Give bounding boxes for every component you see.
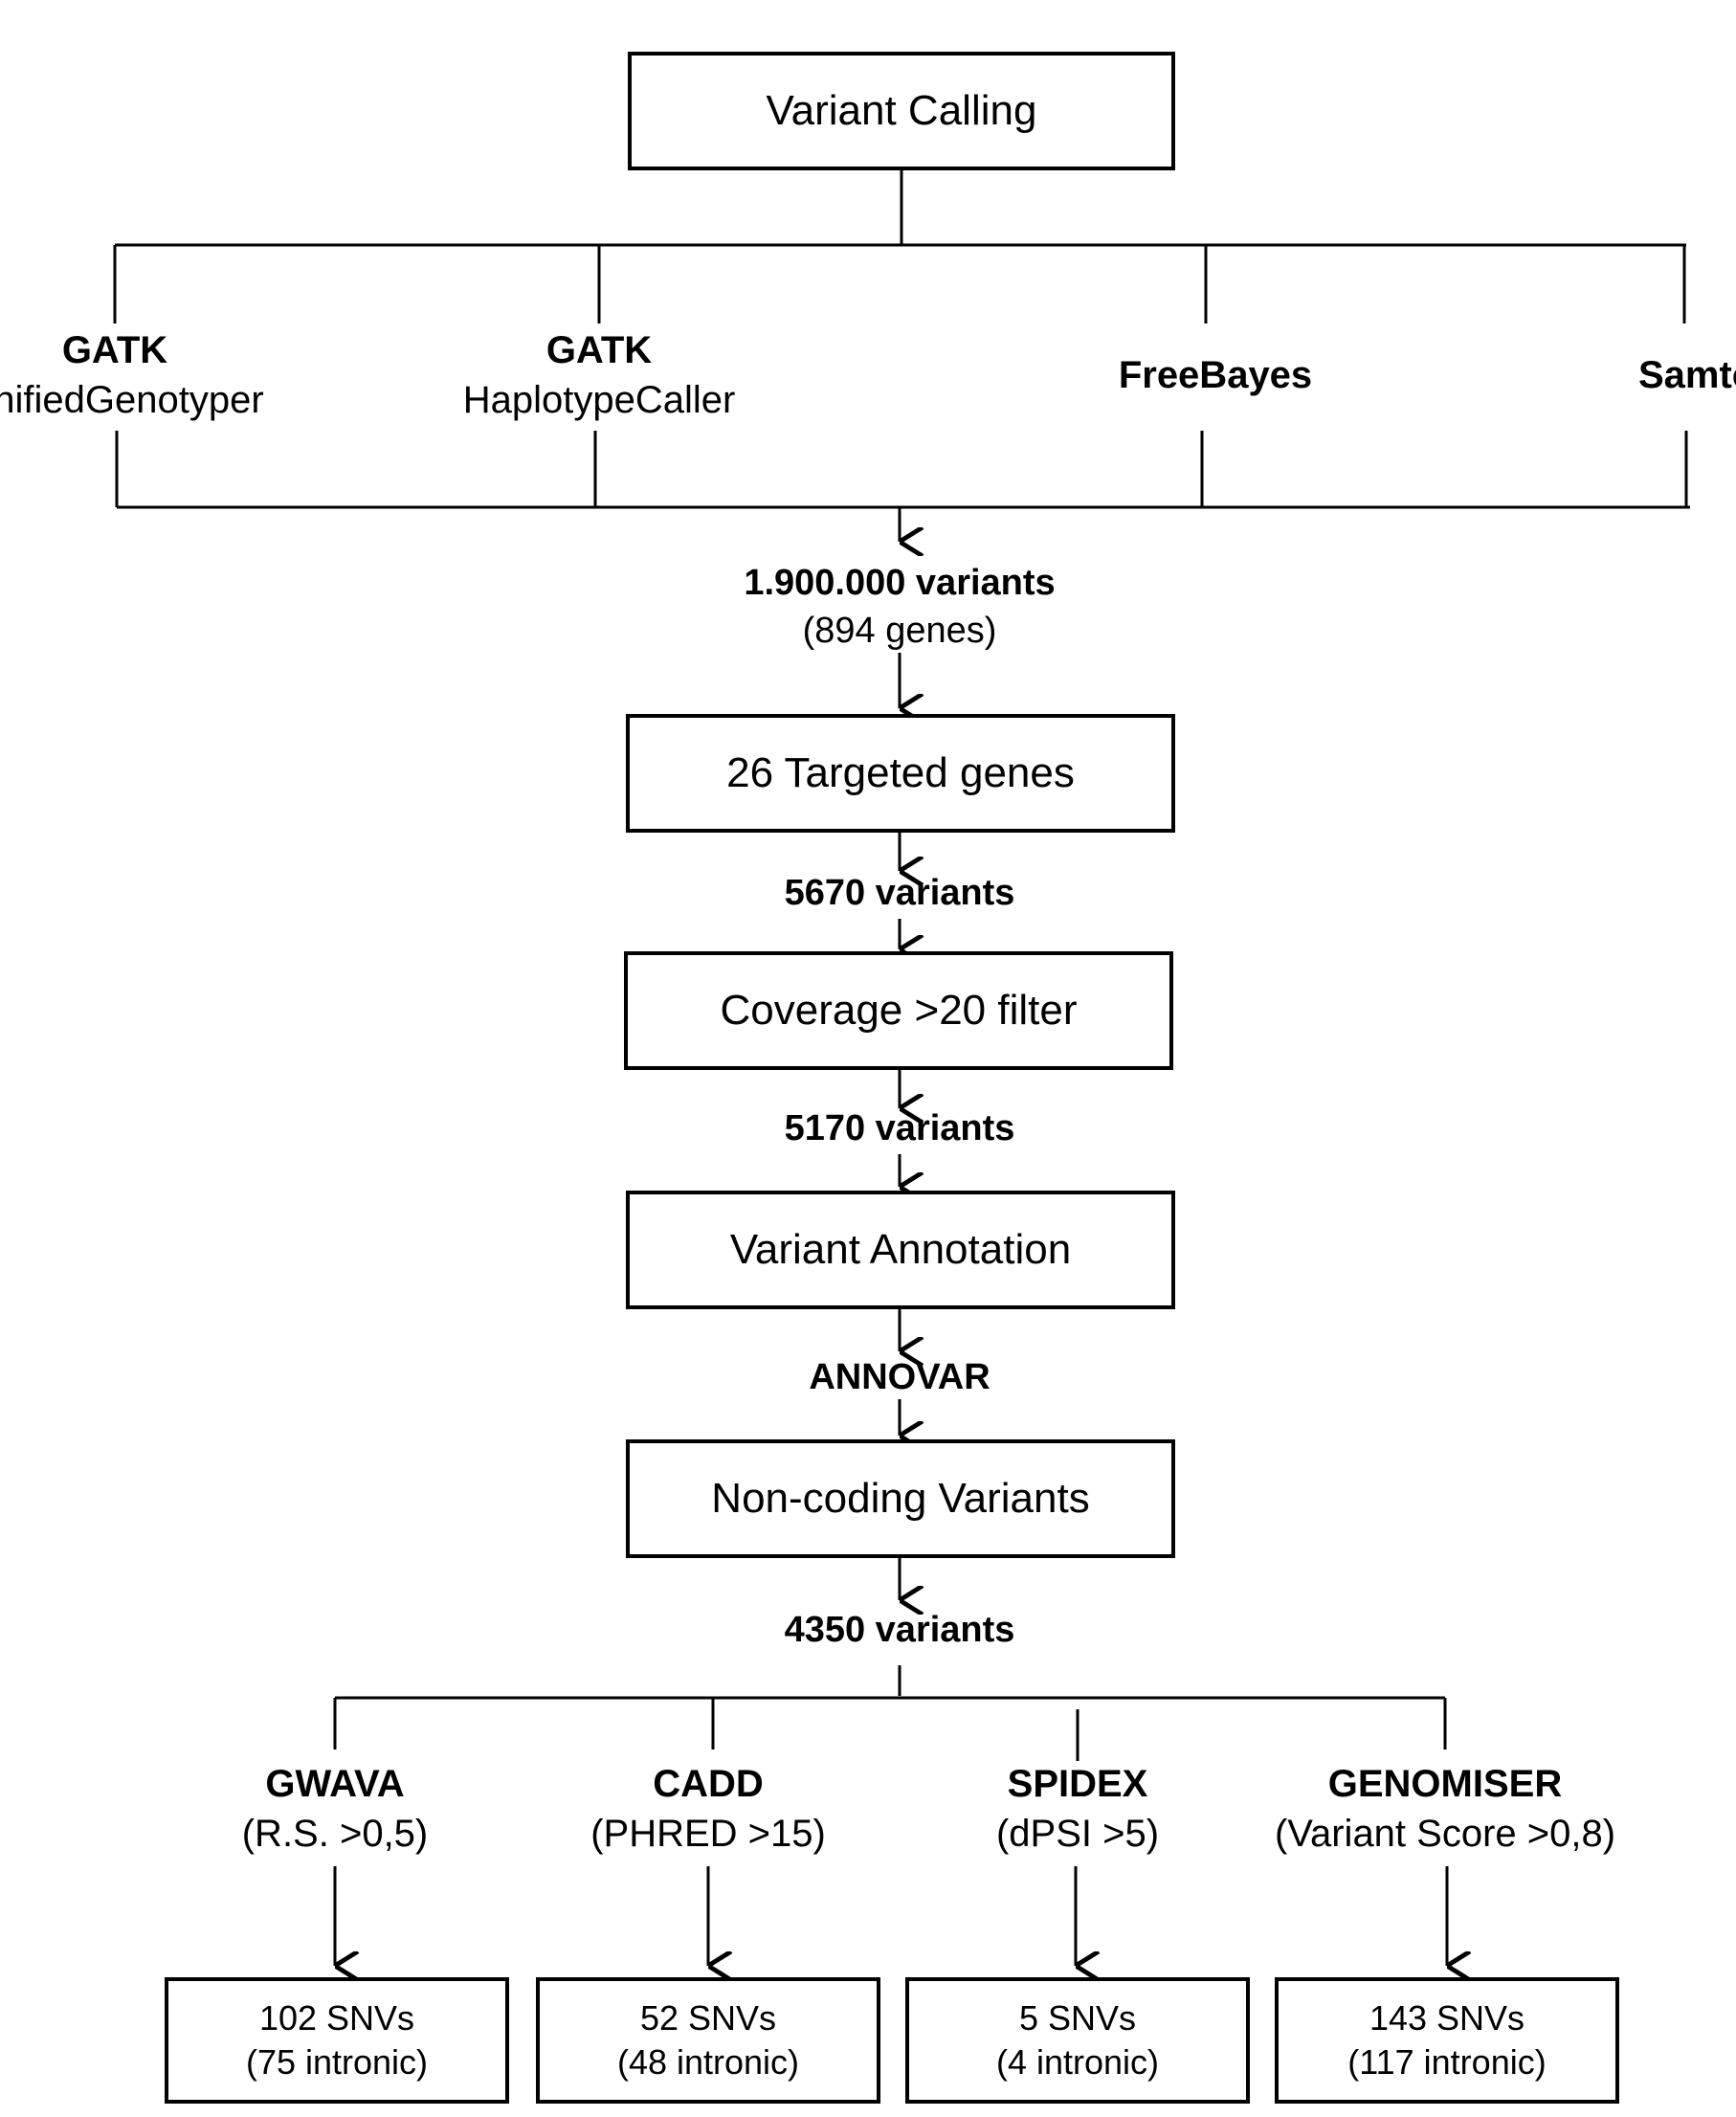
result-box-cadd: 52 SNVs (48 intronic) — [536, 1977, 880, 2104]
non-coding-variants-box: Non-coding Variants — [626, 1439, 1175, 1558]
caller-gatk-unifiedgenotyper: GATK UnifiedGenotyper — [0, 325, 278, 425]
caller-name: GATK — [545, 329, 653, 371]
tool-spidex: SPIDEX (dPSI >5) — [934, 1759, 1221, 1859]
step-label: Non-coding Variants — [711, 1475, 1090, 1522]
merged-variants: 1.900.000 variants — [744, 563, 1056, 603]
step-count: 4350 variants — [612, 1606, 1187, 1654]
caller-name: FreeBayes — [1118, 354, 1313, 396]
variant-calling-box: Variant Calling — [628, 52, 1175, 170]
step-label: Variant Annotation — [729, 1226, 1072, 1273]
annotation-tool: ANNOVAR — [612, 1353, 1187, 1401]
tool-name: GWAVA — [265, 1763, 405, 1805]
tool-cadd: CADD (PHRED >15) — [555, 1759, 861, 1859]
step-label: 26 Targeted genes — [726, 749, 1075, 796]
result-detail: (48 intronic) — [616, 2042, 800, 2082]
tool-criterion: (dPSI >5) — [995, 1813, 1160, 1855]
tool-criterion: (PHRED >15) — [590, 1813, 826, 1855]
tool-criterion: (R.S. >0,5) — [241, 1813, 429, 1855]
caller-gatk-haplotypecaller: GATK HaplotypeCaller — [446, 325, 752, 425]
merged-genes: (894 genes) — [802, 611, 997, 651]
merged-count: 1.900.000 variants (894 genes) — [612, 559, 1187, 655]
tool-name: GENOMISER — [1327, 1763, 1563, 1805]
caller-samtools: Samtools — [1600, 350, 1736, 400]
result-count: 102 SNVs — [258, 1998, 415, 2038]
step-count-text: 4350 variants — [784, 1610, 1015, 1650]
step-count: 5670 variants — [612, 869, 1187, 917]
caller-sub: HaplotypeCaller — [462, 379, 736, 421]
caller-sub: UnifiedGenotyper — [0, 379, 264, 421]
result-detail: (75 intronic) — [245, 2042, 429, 2082]
result-detail: (4 intronic) — [995, 2042, 1160, 2082]
step-label: Coverage >20 filter — [720, 987, 1078, 1034]
result-count: 143 SNVs — [1369, 1998, 1525, 2038]
tool-name: SPIDEX — [1007, 1763, 1148, 1805]
caller-name: Samtools — [1637, 354, 1736, 396]
variant-calling-label: Variant Calling — [766, 87, 1037, 134]
tool-criterion: (Variant Score >0,8) — [1274, 1813, 1616, 1855]
tool-genomiser: GENOMISER (Variant Score >0,8) — [1244, 1759, 1646, 1859]
result-box-genomiser: 143 SNVs (117 intronic) — [1275, 1977, 1619, 2104]
result-box-spidex: 5 SNVs (4 intronic) — [905, 1977, 1250, 2104]
result-box-gwava: 102 SNVs (75 intronic) — [165, 1977, 509, 2104]
step-count-text: 5170 variants — [784, 1108, 1015, 1148]
coverage-filter-box: Coverage >20 filter — [624, 951, 1173, 1070]
result-detail: (117 intronic) — [1347, 2042, 1547, 2082]
step-count-text: 5670 variants — [784, 873, 1015, 913]
step-count: 5170 variants — [612, 1104, 1187, 1152]
tool-gwava: GWAVA (R.S. >0,5) — [191, 1759, 479, 1859]
result-count: 5 SNVs — [1018, 1998, 1137, 2038]
variant-annotation-box: Variant Annotation — [626, 1191, 1175, 1309]
result-count: 52 SNVs — [639, 1998, 777, 2038]
caller-name: GATK — [61, 329, 168, 371]
step-count-text: ANNOVAR — [809, 1357, 990, 1397]
tool-name: CADD — [653, 1763, 764, 1805]
targeted-genes-box: 26 Targeted genes — [626, 714, 1175, 833]
caller-freebayes: FreeBayes — [1072, 350, 1359, 400]
